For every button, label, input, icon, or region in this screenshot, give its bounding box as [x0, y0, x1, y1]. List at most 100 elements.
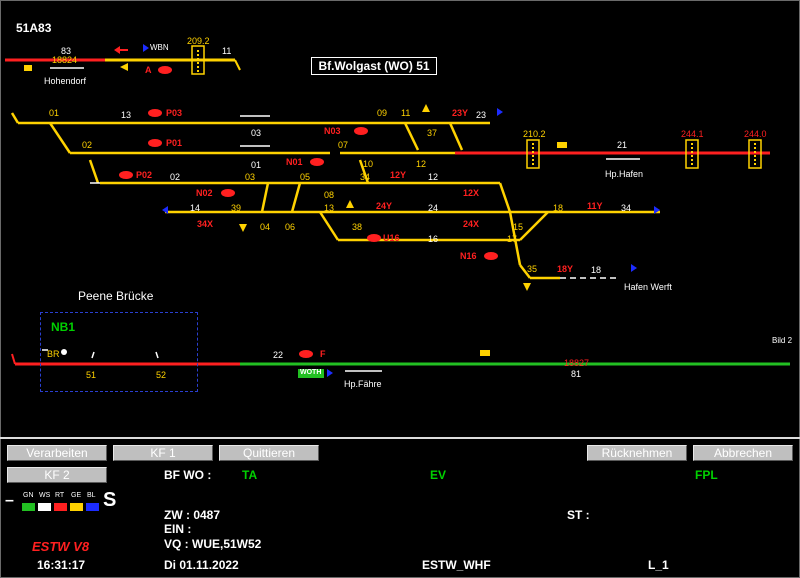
track-label: 81: [571, 369, 582, 379]
verarbeiten-button[interactable]: Verarbeiten: [7, 445, 107, 461]
legend-swatch: [38, 503, 51, 511]
signal-p01[interactable]: P01: [166, 138, 183, 148]
zw-field: ZW : 0487: [164, 508, 221, 522]
estw-brand: ESTW V8: [32, 539, 90, 554]
ta-indicator[interactable]: TA: [242, 468, 258, 482]
signal-34x[interactable]: 34X: [197, 219, 214, 229]
track-label: 51: [86, 370, 97, 380]
legend-label-ge: GE: [71, 492, 82, 499]
track-diagram: [5, 44, 790, 378]
nb1-zone: [40, 312, 198, 392]
signal-23y[interactable]: 23Y: [452, 108, 469, 118]
signal-n02[interactable]: N02: [196, 188, 213, 198]
platform-hafen-werft: Hafen Werft: [624, 282, 672, 292]
legend-dash: –: [5, 492, 14, 509]
track-label: 210.2: [523, 129, 546, 139]
st-field: ST :: [567, 508, 590, 522]
abbrechen-button[interactable]: Abbrechen: [693, 445, 793, 461]
legend-label-gn: GN: [23, 492, 34, 499]
legend-label-rt: RT: [55, 492, 65, 499]
track-label: 37: [427, 128, 438, 138]
screen-id: 51A83: [16, 21, 52, 35]
signal-f[interactable]: F: [320, 349, 326, 359]
signal-18y[interactable]: 18Y: [557, 264, 574, 274]
level-field: L_1: [648, 558, 669, 572]
track-label: 16: [428, 234, 439, 244]
track-label: 04: [260, 222, 271, 232]
track-label: 14: [190, 203, 201, 213]
vq-field: VQ : WUE,51W52: [164, 537, 262, 551]
kf1-button[interactable]: KF 1: [113, 445, 213, 461]
legend-label-bl: BL: [87, 492, 96, 499]
signal-a[interactable]: A: [145, 65, 152, 75]
hohendorf-label: Hohendorf: [44, 76, 87, 86]
signal-p02[interactable]: P02: [136, 170, 153, 180]
track-label: 02: [170, 172, 181, 182]
ein-field: EIN :: [164, 522, 192, 536]
track-label: 18: [553, 203, 564, 213]
track-label: 01: [49, 108, 60, 118]
signal-12x[interactable]: 12X: [463, 188, 480, 198]
track-label: 39: [231, 203, 242, 213]
track-label: 01: [251, 160, 262, 170]
signal-u16[interactable]: U16: [383, 233, 400, 243]
legend-swatch: [54, 503, 67, 511]
station-title[interactable]: Bf.Wolgast (WO) 51: [311, 57, 437, 75]
signal-24y[interactable]: 24Y: [376, 201, 393, 211]
track-label: 18827: [564, 358, 590, 368]
legend-swatch: [22, 503, 35, 511]
divider: [0, 437, 800, 439]
quittieren-button[interactable]: Quittieren: [219, 445, 319, 461]
signal-n16[interactable]: N16: [460, 251, 477, 261]
track-label: 10: [363, 159, 374, 169]
track-label: 07: [338, 140, 349, 150]
signal-p03[interactable]: P03: [166, 108, 183, 118]
bild2-link[interactable]: Bild 2: [772, 336, 793, 345]
woth-label: WOTH: [300, 369, 322, 376]
track-label: 02: [82, 140, 93, 150]
track-label: 22: [273, 350, 284, 360]
track-label: 52: [156, 370, 167, 380]
track-label: 244.1: [681, 129, 704, 139]
signal-n03[interactable]: N03: [324, 126, 341, 136]
legend-swatch: [86, 503, 99, 511]
section-title: Peene Brücke: [78, 289, 154, 303]
track-label: 08: [324, 190, 335, 200]
track-label: 17: [507, 234, 518, 244]
wbn-label: WBN: [150, 43, 169, 52]
track-label: 18824: [52, 55, 78, 65]
fpl-indicator[interactable]: FPL: [695, 468, 718, 482]
track-label: 13: [324, 203, 335, 213]
platform-hp-hafen: Hp.Hafen: [605, 169, 644, 179]
signal-n01[interactable]: N01: [286, 157, 303, 167]
user-field: ESTW_WHF: [422, 558, 491, 572]
signal-11y[interactable]: 11Y: [587, 201, 603, 211]
track-label: 23: [476, 110, 487, 120]
track-label: 244.0: [744, 129, 767, 139]
track-label: 03: [245, 172, 256, 182]
track-label: 83: [61, 46, 72, 56]
ruecknehmen-button[interactable]: Rücknehmen: [587, 445, 687, 461]
legend-swatch: [70, 503, 83, 511]
signal-12y[interactable]: 12Y: [390, 170, 407, 180]
signal-24x[interactable]: 24X: [463, 219, 480, 229]
track-label: 38: [352, 222, 363, 232]
br-label: BR: [47, 349, 60, 359]
track-label: 12: [428, 172, 439, 182]
track-label: 05: [300, 172, 311, 182]
track-label: 11: [222, 46, 232, 56]
track-label: 03: [251, 128, 262, 138]
clock: 16:31:17: [37, 558, 86, 572]
track-label: 18: [591, 265, 602, 275]
track-label: 34: [360, 172, 371, 182]
track-label: 13: [121, 110, 132, 120]
track-label: 24: [428, 203, 439, 213]
track-label: 06: [285, 222, 296, 232]
track-label: 34: [621, 203, 632, 213]
track-label: 209.2: [187, 36, 210, 46]
track-label: 15: [513, 222, 524, 232]
track-label: 21: [617, 140, 628, 150]
track-label: 12: [416, 159, 427, 169]
kf2-button[interactable]: KF 2: [7, 467, 107, 483]
ev-indicator[interactable]: EV: [430, 468, 447, 482]
